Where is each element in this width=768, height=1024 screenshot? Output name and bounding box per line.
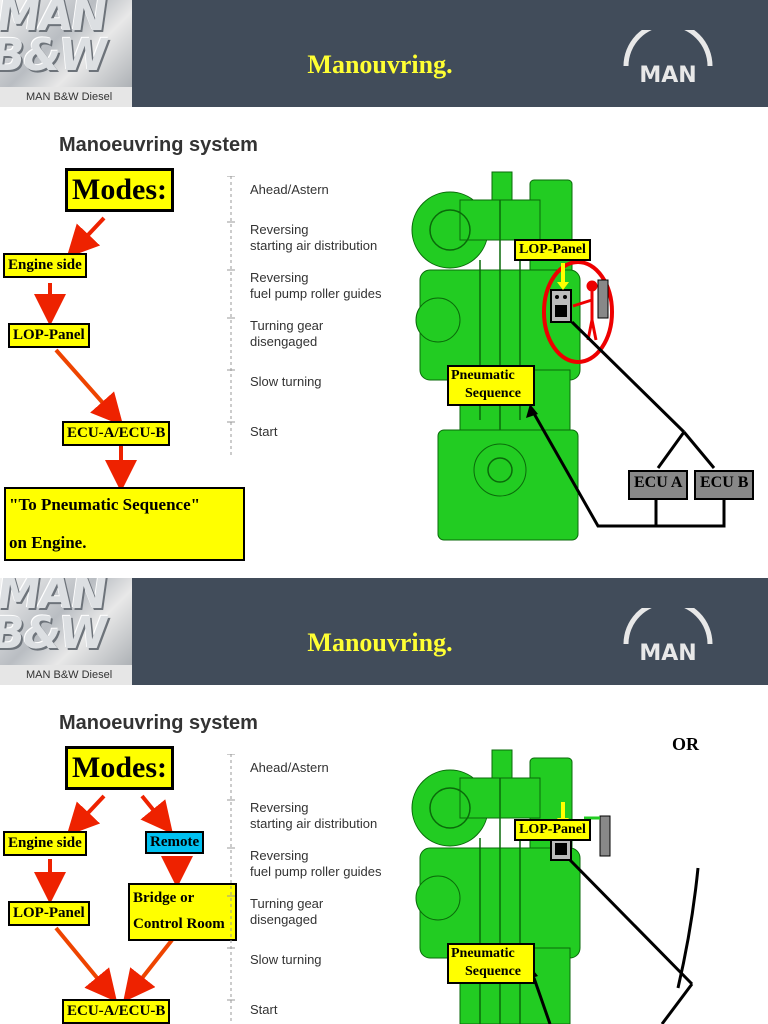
engine-crank: [473, 443, 527, 497]
step-slow-turning: Slow turning: [250, 952, 322, 967]
step-ahead-astern: Ahead/Astern: [250, 182, 329, 197]
bridge-control-room-box: Bridge or Control Room: [128, 883, 237, 941]
or-label: OR: [672, 734, 699, 754]
step-start: Start: [250, 1002, 278, 1017]
svg-text:MAN: MAN: [639, 641, 696, 664]
step-slow-turning: Slow turning: [250, 374, 322, 389]
engine-side-cover: [415, 875, 461, 921]
remote-box: Remote: [145, 831, 205, 854]
slide-title: Manouvring.: [307, 50, 453, 79]
engine-side-box: Engine side: [3, 831, 87, 856]
pneumatic-sequence-label: Pneumatic Sequence: [447, 943, 535, 984]
ecu-connection-lines: [530, 320, 726, 528]
pneumatic-sequence-label: Pneumatic Sequence: [447, 365, 535, 406]
flow-arrows: [34, 216, 137, 492]
arrow-modes-to-engine-side: [66, 794, 106, 836]
arrow-modes-to-remote: [140, 794, 174, 835]
slide-title: Manouvring.: [307, 628, 453, 657]
arrow-lop-to-ecu: [54, 348, 124, 426]
section-title: Manoeuvring system: [59, 134, 258, 156]
target-line-2: on Engine.: [9, 533, 87, 552]
lop-side-panel: [597, 279, 609, 319]
ecu-a-box: ECU A: [628, 470, 689, 500]
ecu-b-box: ECU B: [694, 470, 755, 500]
target-line-1: "To Pneumatic Sequence": [9, 495, 201, 514]
man-brand-logo: MAN: [623, 30, 713, 86]
engine-side-cover: [415, 297, 461, 343]
ecu-box: ECU-A/ECU-B: [62, 421, 171, 446]
ecu-box: ECU-A/ECU-B: [62, 999, 171, 1024]
svg-text:MAN: MAN: [639, 63, 696, 86]
logo-caption: MAN B&W Diesel: [0, 87, 132, 107]
pneumatic-sequence-target-box: "To Pneumatic Sequence" on Engine.: [4, 487, 245, 561]
logo-caption: MAN B&W Diesel: [0, 665, 132, 685]
engine-diagram: [411, 171, 726, 541]
steps-ruler: [227, 754, 235, 1024]
man-brand-logo: MAN: [623, 608, 713, 664]
step-ahead-astern: Ahead/Astern: [250, 760, 329, 775]
arrow-lop-to-ecu: [54, 926, 118, 1003]
lop-panel-label: LOP-Panel: [514, 819, 591, 841]
ecu-connection-lines: [532, 858, 700, 1024]
lop-panel-label: LOP-Panel: [514, 239, 591, 261]
lop-highlight-ellipse: [542, 260, 614, 364]
lop-panel-box: LOP-Panel: [8, 901, 90, 926]
lop-side-panel: [599, 815, 611, 857]
section-title: Manoeuvring system: [59, 712, 258, 734]
lop-panel-box: LOP-Panel: [8, 323, 90, 348]
steps-ruler: [227, 176, 235, 456]
arrow-bridge-to-ecu: [123, 938, 174, 1003]
arrow-modes-to-engine-side: [66, 216, 106, 258]
modes-box: Modes:: [65, 746, 174, 790]
engine-side-box: Engine side: [3, 253, 87, 278]
operator-figure: [572, 280, 598, 341]
modes-box: Modes:: [65, 168, 174, 212]
step-start: Start: [250, 424, 278, 439]
flow-arrows: [34, 794, 193, 1003]
